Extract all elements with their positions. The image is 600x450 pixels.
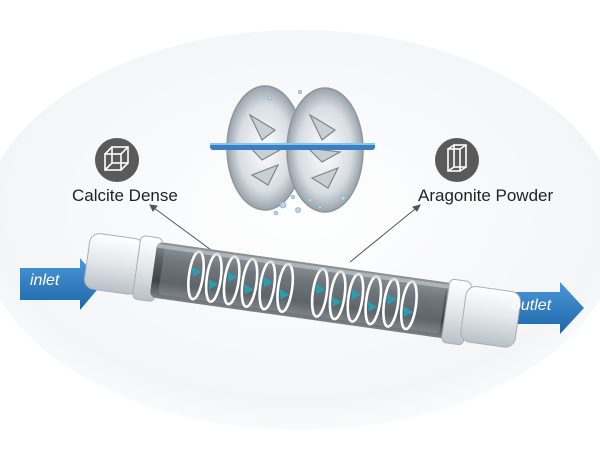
aragonite-leader-line bbox=[349, 204, 421, 263]
outlet-label: outlet bbox=[512, 297, 552, 314]
calcite-dense-label: Calcite Dense bbox=[72, 186, 178, 205]
inlet-arrow bbox=[20, 258, 102, 310]
inlet-label: inlet bbox=[30, 272, 60, 289]
aragonite-leader-arrowhead bbox=[412, 204, 421, 212]
conditioner-tube bbox=[83, 233, 521, 348]
crystal-cube-icon bbox=[95, 138, 139, 182]
calcite-leader-arrowhead bbox=[149, 204, 158, 212]
crystal-prism-icon bbox=[435, 138, 479, 182]
aragonite-powder-label: Aragonite Powder bbox=[418, 186, 554, 205]
right-fitting bbox=[460, 286, 521, 348]
impeller-detail bbox=[210, 85, 375, 216]
